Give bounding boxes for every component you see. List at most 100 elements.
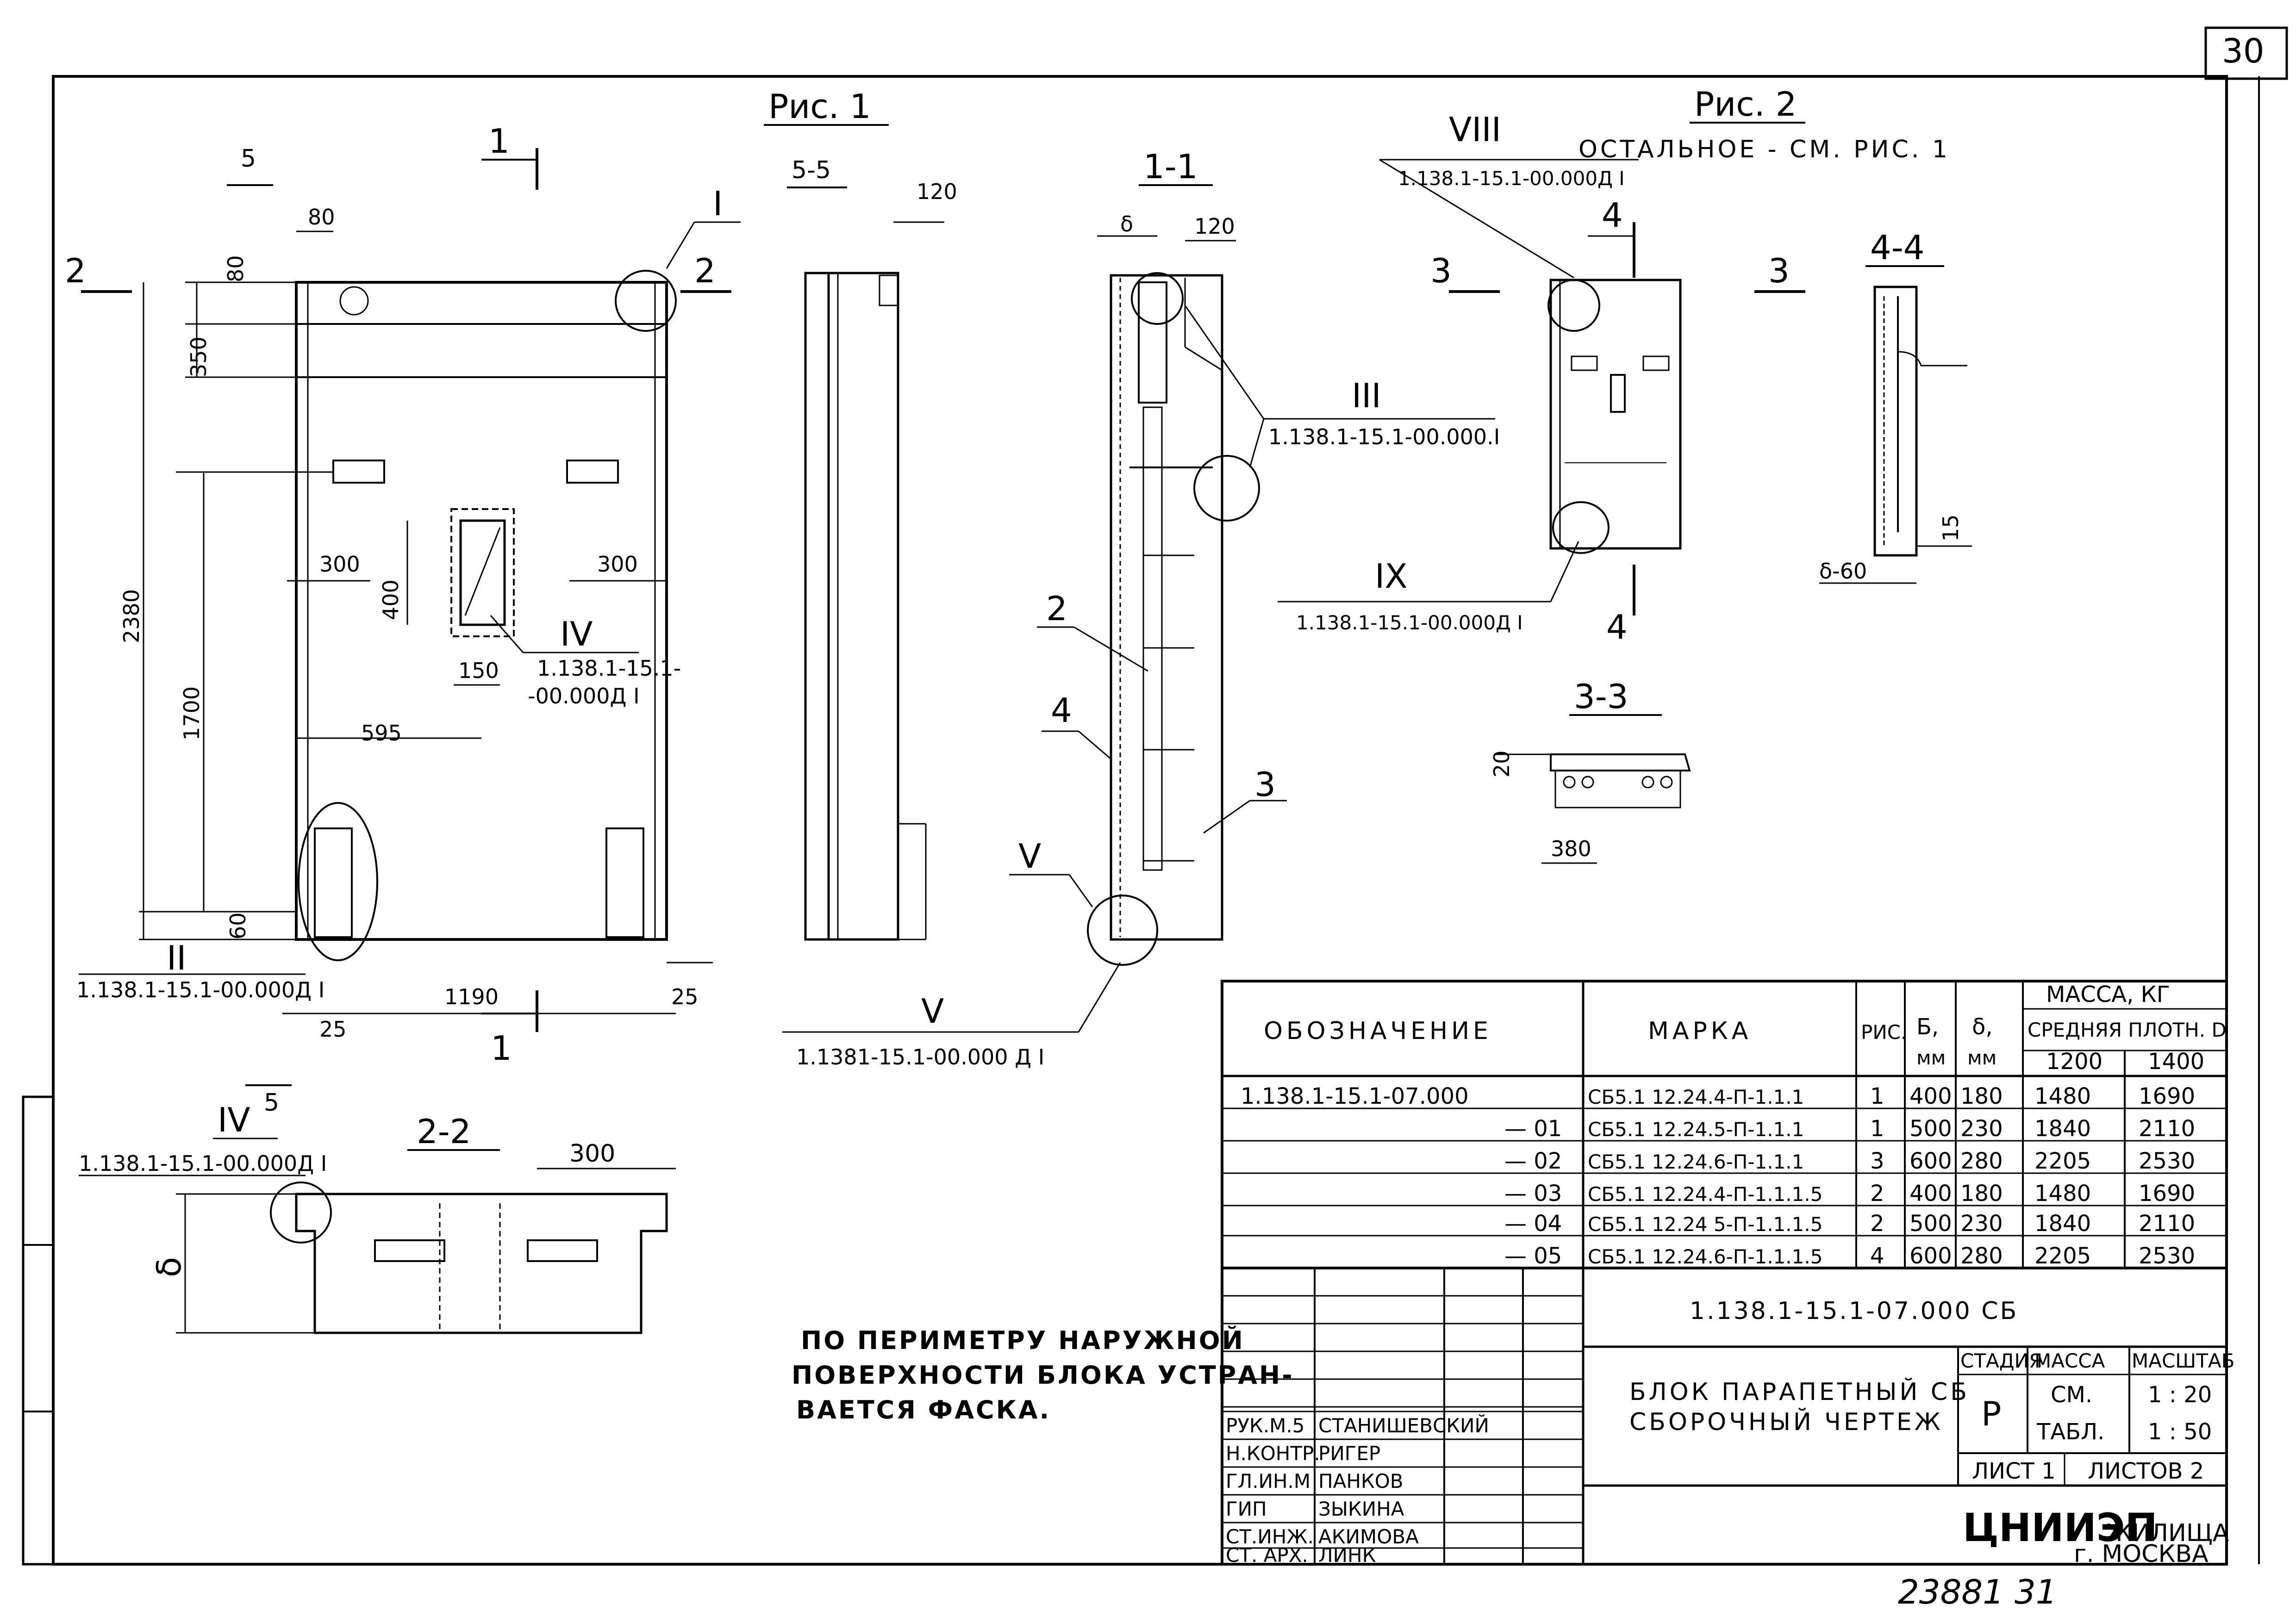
section-3-3-title: 3-3	[1574, 677, 1628, 716]
signature-role: СТ. АРХ.	[1226, 1544, 1308, 1567]
signature-role: СТ.ИНЖ.	[1226, 1525, 1314, 1548]
spec-cell-fig: 2	[1870, 1211, 1884, 1237]
callout-II: II	[167, 939, 186, 977]
svg-text:МАСШТАБ: МАСШТАБ	[2132, 1349, 2234, 1372]
svg-text:25: 25	[671, 984, 699, 1009]
spec-cell-mark: СБ5.1 12.24.5-П-1.1.1	[1588, 1118, 1804, 1141]
svg-text:5: 5	[264, 1089, 279, 1117]
svg-text:60: 60	[225, 912, 250, 939]
doc-name-line2: СБОРОЧНЫЙ ЧЕРТЕЖ	[1629, 1408, 1943, 1436]
spec-cell-m1200: 2205	[2034, 1148, 2091, 1174]
org-logo: ЦНИИЭП	[1963, 1505, 2158, 1550]
svg-text:595: 595	[361, 721, 402, 746]
doc-name-line1: БЛОК ПАРАПЕТНЫЙ СБ	[1629, 1378, 1970, 1406]
fig1-dimensions: 80 80 350 2380 1700 300 400 300 150 595 …	[119, 205, 713, 1042]
signature-name: СТАНИШЕВСКИЙ	[1318, 1414, 1489, 1437]
section-5-5-title: 5-5	[792, 156, 831, 184]
spec-cell-designation: 1.138.1-15.1-07.000	[1241, 1083, 1469, 1109]
section-3-3-view	[1550, 753, 1691, 808]
svg-text:1700: 1700	[179, 686, 204, 740]
spec-cell-designation: — 03	[1504, 1181, 1562, 1206]
svg-text:300: 300	[569, 1140, 615, 1168]
svg-text:V: V	[921, 992, 944, 1031]
spec-cell-mark: СБ5.1 12.24.4-П-1.1.1	[1588, 1086, 1804, 1108]
ref-IV-line2: -00.000Д I	[528, 684, 640, 709]
section-1-1-view	[1087, 272, 1260, 966]
svg-text:δ: δ	[1120, 211, 1133, 236]
spec-cell-m1400: 2530	[2139, 1148, 2195, 1174]
fig1-title: Рис. 1	[768, 87, 871, 126]
section-2-2-title: 2-2	[417, 1112, 471, 1151]
spec-cell-designation: — 01	[1504, 1116, 1562, 1142]
svg-text:1200: 1200	[2046, 1049, 2103, 1075]
signature-name: ПАНКОВ	[1318, 1470, 1404, 1492]
svg-text:МАССА, КГ: МАССА, КГ	[2046, 982, 2170, 1007]
section-4-4-view	[1873, 286, 1967, 557]
svg-text:δ,: δ,	[1972, 1014, 1993, 1040]
spec-cell-mark: СБ5.1 12.24.4-П-1.1.1.5	[1588, 1183, 1822, 1206]
fig2-section-markers: 4 4 3 3	[1430, 196, 1805, 647]
signature-role: ГЛ.ИН.М	[1226, 1470, 1310, 1492]
ref-II: 1.138.1-15.1-00.000Д I	[76, 977, 324, 1002]
spec-cell-fig: 4	[1870, 1243, 1884, 1269]
svg-text:4: 4	[1051, 691, 1072, 730]
spec-cell-mark: СБ5.1 12.24.6-П-1.1.1	[1588, 1150, 1804, 1173]
svg-text:380: 380	[1551, 836, 1591, 861]
svg-text:СРЕДНЯЯ ПЛОТН. D: СРЕДНЯЯ ПЛОТН. D	[2028, 1019, 2227, 1041]
svg-text:г. МОСКВА: г. МОСКВА	[2074, 1540, 2209, 1568]
spec-cell-m1400: 2110	[2139, 1116, 2195, 1142]
svg-text:IX: IX	[1375, 557, 1408, 596]
svg-text:150: 150	[458, 658, 499, 683]
spec-cell-m1200: 2205	[2034, 1243, 2091, 1269]
fig2-view	[1547, 279, 1682, 554]
svg-text:1400: 1400	[2148, 1049, 2204, 1075]
spec-cell-d: 230	[1960, 1116, 2003, 1142]
svg-text:III: III	[1352, 376, 1381, 415]
section-5-5-view	[804, 272, 927, 941]
corner-number-box	[2204, 26, 2288, 80]
spec-cell-d: 280	[1960, 1243, 2003, 1269]
svg-text:1.138.1-15.1-00.000Д I: 1.138.1-15.1-00.000Д I	[79, 1151, 327, 1176]
svg-text:1.138.1-15.1-00.000Д I: 1.138.1-15.1-00.000Д I	[1398, 167, 1625, 190]
svg-text:350: 350	[186, 336, 211, 377]
callout-I: I	[713, 184, 723, 223]
signature-name: ЛИНК	[1318, 1544, 1376, 1567]
svg-text:2: 2	[1046, 589, 1067, 628]
svg-text:2: 2	[65, 251, 86, 290]
svg-text:3: 3	[1768, 251, 1790, 290]
svg-text:δ-60: δ-60	[1819, 559, 1867, 584]
svg-text:25: 25	[319, 1017, 347, 1042]
fig2-title: Рис. 2	[1694, 85, 1797, 124]
svg-text:15: 15	[1938, 514, 1963, 541]
spec-cell-fig: 1	[1870, 1083, 1884, 1109]
chamfer-note-line1: ПО ПЕРИМЕТРУ НАРУЖНОЙ	[801, 1326, 1245, 1355]
ref-IV-line1: 1.138.1-15.1-	[537, 656, 681, 681]
svg-text:1: 1	[491, 1029, 512, 1068]
svg-text:VIII: VIII	[1449, 110, 1501, 149]
svg-text:ЛИСТ 1: ЛИСТ 1	[1972, 1458, 2056, 1484]
svg-text:СМ.: СМ.	[2051, 1382, 2092, 1408]
svg-text:2380: 2380	[119, 589, 144, 643]
signature-role: РУК.М.5	[1226, 1414, 1304, 1437]
svg-text:3: 3	[1430, 251, 1452, 290]
svg-text:3: 3	[1254, 765, 1276, 804]
spec-cell-m1400: 1690	[2139, 1181, 2195, 1206]
spec-cell-m1200: 1840	[2034, 1211, 2091, 1237]
svg-text:мм: мм	[1916, 1046, 1946, 1069]
spec-cell-m1400: 2530	[2139, 1243, 2195, 1269]
svg-text:4: 4	[1602, 196, 1623, 235]
svg-text:Р: Р	[1981, 1394, 2001, 1433]
signature-name: АКИМОВА	[1318, 1525, 1419, 1548]
svg-text:V: V	[1018, 837, 1041, 876]
spec-cell-mark: СБ5.1 12.24.6-П-1.1.1.5	[1588, 1245, 1822, 1268]
svg-text:2: 2	[694, 251, 716, 290]
sheet-frame	[52, 75, 2228, 1566]
svg-text:80: 80	[223, 255, 248, 282]
spec-cell-d: 180	[1960, 1083, 2003, 1109]
callout-IV: IV	[560, 615, 593, 653]
svg-text:4: 4	[1606, 608, 1628, 647]
fig1-callouts: I II 1.138.1-15.1-00.000Д I IV 1.138.1-1…	[76, 184, 741, 1002]
spec-cell-designation: — 04	[1504, 1211, 1562, 1237]
signature-role: ГИП	[1226, 1498, 1267, 1520]
